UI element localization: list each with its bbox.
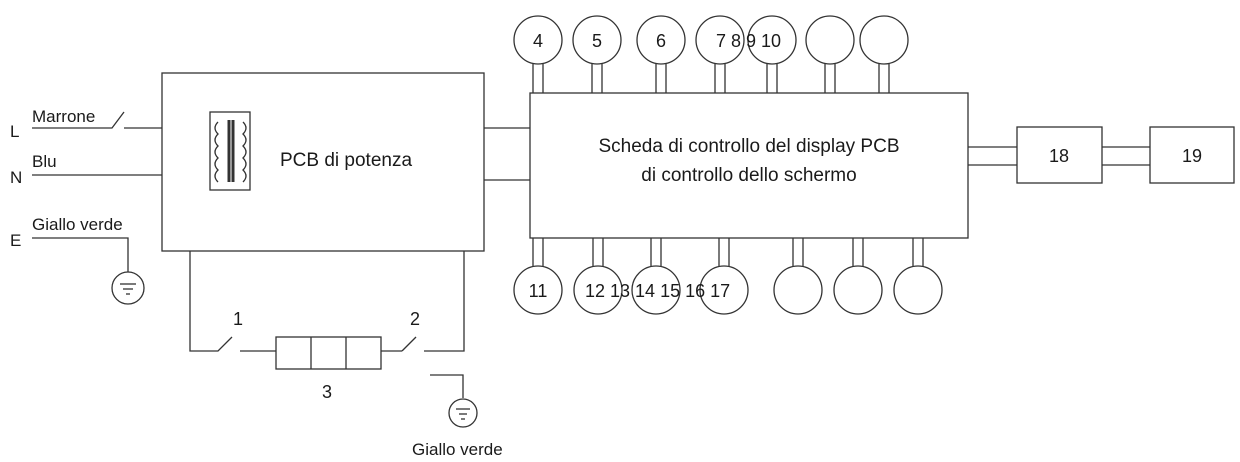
wire-label-e: E xyxy=(10,231,21,250)
bottom-connectors: 11 12 13 14 15 16 17 xyxy=(513,238,943,315)
wire-color-blu: Blu xyxy=(32,152,57,171)
ground-wire-bottom xyxy=(430,374,464,398)
pcb-connections xyxy=(484,127,530,181)
top-connectors: 4 5 6 7 8 9 10 xyxy=(513,15,909,93)
top-connector: 4 xyxy=(513,15,563,93)
switch-2 xyxy=(401,336,417,352)
input-wires: L Marrone N Blu E Giallo verde xyxy=(10,107,210,305)
top-connector xyxy=(747,15,797,93)
component-label-1: 1 xyxy=(233,309,243,329)
bottom-connector-label: 11 xyxy=(529,281,548,301)
switch-1 xyxy=(189,251,233,352)
bottom-connector xyxy=(833,238,883,315)
ground-label-bottom: Giallo verde xyxy=(412,440,503,459)
block-19-label: 19 xyxy=(1182,146,1202,166)
heater-circuit: 1 3 2 Giallo verde xyxy=(189,251,503,459)
heating-element-3 xyxy=(275,336,382,370)
bottom-connector xyxy=(893,238,943,315)
control-board-block: Scheda di controllo del display PCB di c… xyxy=(529,92,969,239)
control-board-label-line1: Scheda di controllo del display PCB xyxy=(598,136,899,157)
wire-e xyxy=(32,237,129,272)
block-19 xyxy=(1149,126,1235,184)
ground-icon-bottom xyxy=(448,398,478,428)
bottom-connector xyxy=(573,238,623,315)
top-connector xyxy=(859,15,909,93)
block-18-label: 18 xyxy=(1049,146,1069,166)
top-connector-label: 4 xyxy=(533,31,543,51)
control-board-label-line2: di controllo dello schermo xyxy=(641,165,856,186)
power-pcb-label: PCB di potenza xyxy=(280,150,412,171)
component-label-2: 2 xyxy=(410,309,420,329)
power-pcb-block: PCB di potenza xyxy=(161,72,485,252)
top-connector xyxy=(805,15,855,93)
bottom-connector: 11 xyxy=(513,238,563,315)
bottom-connector xyxy=(773,238,823,315)
wire-color-giallo-verde-top: Giallo verde xyxy=(32,215,123,234)
component-label-3: 3 xyxy=(322,382,332,402)
wire-l xyxy=(32,111,125,129)
bottom-connector-label-12-17: 12 13 14 15 16 17 xyxy=(585,281,730,301)
top-connector: 5 xyxy=(572,15,622,93)
bottom-connector xyxy=(699,238,749,315)
top-connector-label-7-10: 7 8 9 10 xyxy=(716,31,781,51)
top-connector xyxy=(695,15,745,93)
ground-icon-top xyxy=(111,271,145,305)
block-18 xyxy=(1016,126,1103,184)
right-blocks: 18 19 xyxy=(968,126,1235,184)
wire-label-l: L xyxy=(10,122,19,141)
top-connector: 6 xyxy=(636,15,686,93)
transformer-icon xyxy=(209,111,251,191)
bottom-connector xyxy=(631,238,681,315)
wire-label-n: N xyxy=(10,168,22,187)
top-connector-label: 5 xyxy=(592,31,602,51)
wire-color-marrone: Marrone xyxy=(32,107,95,126)
top-connector-label: 6 xyxy=(656,31,666,51)
